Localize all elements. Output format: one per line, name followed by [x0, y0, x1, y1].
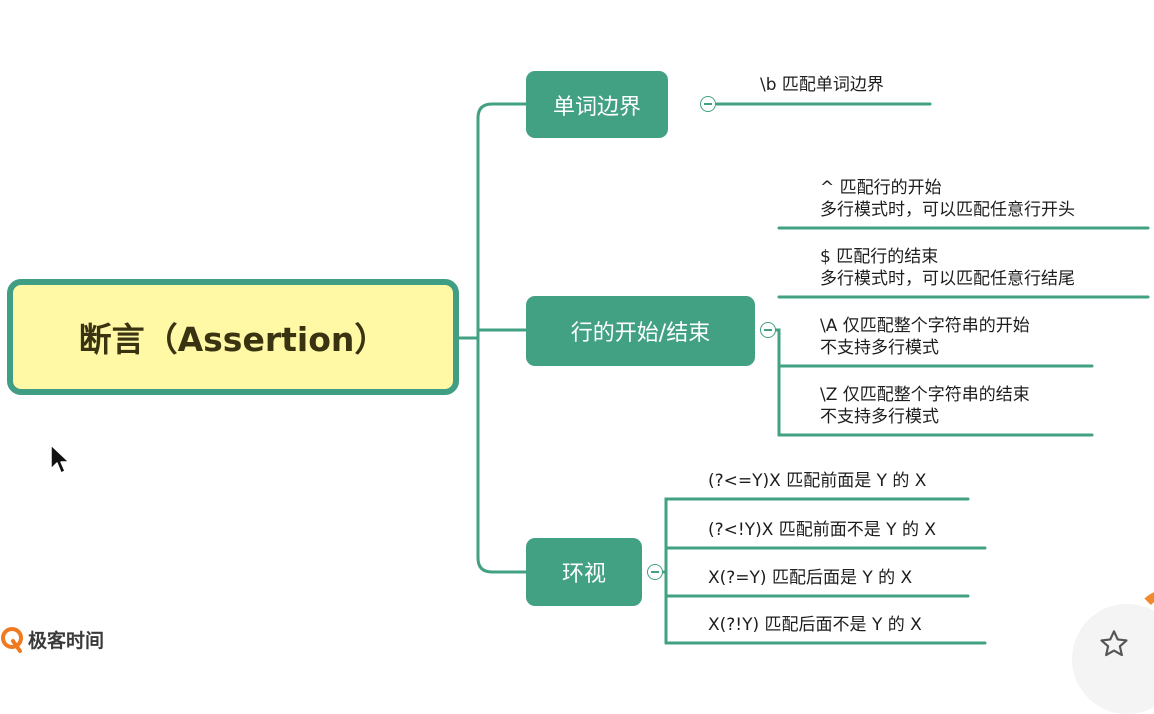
branch-label: 环视 — [561, 562, 606, 587]
root-node[interactable]: 断言（Assertion） — [7, 279, 459, 395]
mouse-cursor-icon — [50, 444, 70, 474]
leaf-text: 不支持多行模式 — [820, 338, 939, 358]
leaf-text: \Z 仅匹配整个字符串的结束 — [820, 385, 1030, 405]
leaf-text: 多行模式时，可以匹配任意行结尾 — [820, 269, 1075, 289]
collapse-icon[interactable] — [647, 564, 663, 580]
leaf-dollar[interactable]: $ 匹配行的结束 多行模式时，可以匹配任意行结尾 — [820, 246, 1075, 290]
branch-label: 单词边界 — [552, 94, 641, 120]
connector-b3-trunk — [662, 570, 668, 645]
star-icon[interactable] — [1098, 628, 1130, 660]
leaf-backslash-z[interactable]: \Z 仅匹配整个字符串的结束 不支持多行模式 — [820, 384, 1030, 428]
connector-lines — [457, 102, 1150, 645]
leaf-text: 不支持多行模式 — [820, 407, 939, 427]
branch-line-start-end[interactable]: 行的开始/结束 — [526, 296, 755, 366]
brand-watermark: 极客时间 — [0, 626, 104, 653]
leaf-backslash-a[interactable]: \A 仅匹配整个字符串的开始 不支持多行模式 — [820, 315, 1030, 359]
leaf-text: \b 匹配单词边界 — [760, 75, 884, 95]
connector-root-trunk — [457, 102, 528, 340]
branch-lookaround[interactable]: 环视 — [526, 538, 642, 606]
leaf-text: $ 匹配行的结束 — [820, 247, 939, 267]
leaf-lookbehind[interactable]: (?<=Y)X 匹配前面是 Y 的 X — [708, 470, 926, 492]
connector-b2-trunk — [774, 328, 781, 437]
leaf-text: X(?!Y) 匹配后面不是 Y 的 X — [708, 615, 922, 635]
leaf-caret[interactable]: ^ 匹配行的开始 多行模式时，可以匹配任意行开头 — [820, 177, 1075, 221]
brand-name: 极客时间 — [28, 630, 105, 652]
geektime-logo-icon — [1, 626, 23, 653]
leaf-text: \A 仅匹配整个字符串的开始 — [820, 316, 1030, 336]
collapse-icon[interactable] — [700, 96, 716, 112]
branch-word-boundary[interactable]: 单词边界 — [526, 71, 668, 138]
leaf-negative-lookbehind[interactable]: (?<!Y)X 匹配前面不是 Y 的 X — [708, 519, 936, 541]
leaf-text: (?<!Y)X 匹配前面不是 Y 的 X — [708, 520, 937, 540]
connector-root-b3 — [476, 328, 528, 574]
leaf-text: ^ 匹配行的开始 — [820, 178, 942, 198]
leaf-text: (?<=Y)X 匹配前面是 Y 的 X — [708, 471, 927, 491]
leaf-text: 多行模式时，可以匹配任意行开头 — [820, 200, 1075, 220]
leaf-negative-lookahead[interactable]: X(?!Y) 匹配后面不是 Y 的 X — [708, 614, 922, 636]
leaf-lookahead[interactable]: X(?=Y) 匹配后面是 Y 的 X — [708, 567, 912, 589]
leaf-word-boundary[interactable]: \b 匹配单词边界 — [760, 74, 884, 96]
collapse-icon[interactable] — [760, 322, 776, 338]
branch-label: 行的开始/结束 — [570, 321, 711, 346]
root-label: 断言（Assertion） — [78, 320, 388, 359]
leaf-text: X(?=Y) 匹配后面是 Y 的 X — [708, 568, 913, 588]
